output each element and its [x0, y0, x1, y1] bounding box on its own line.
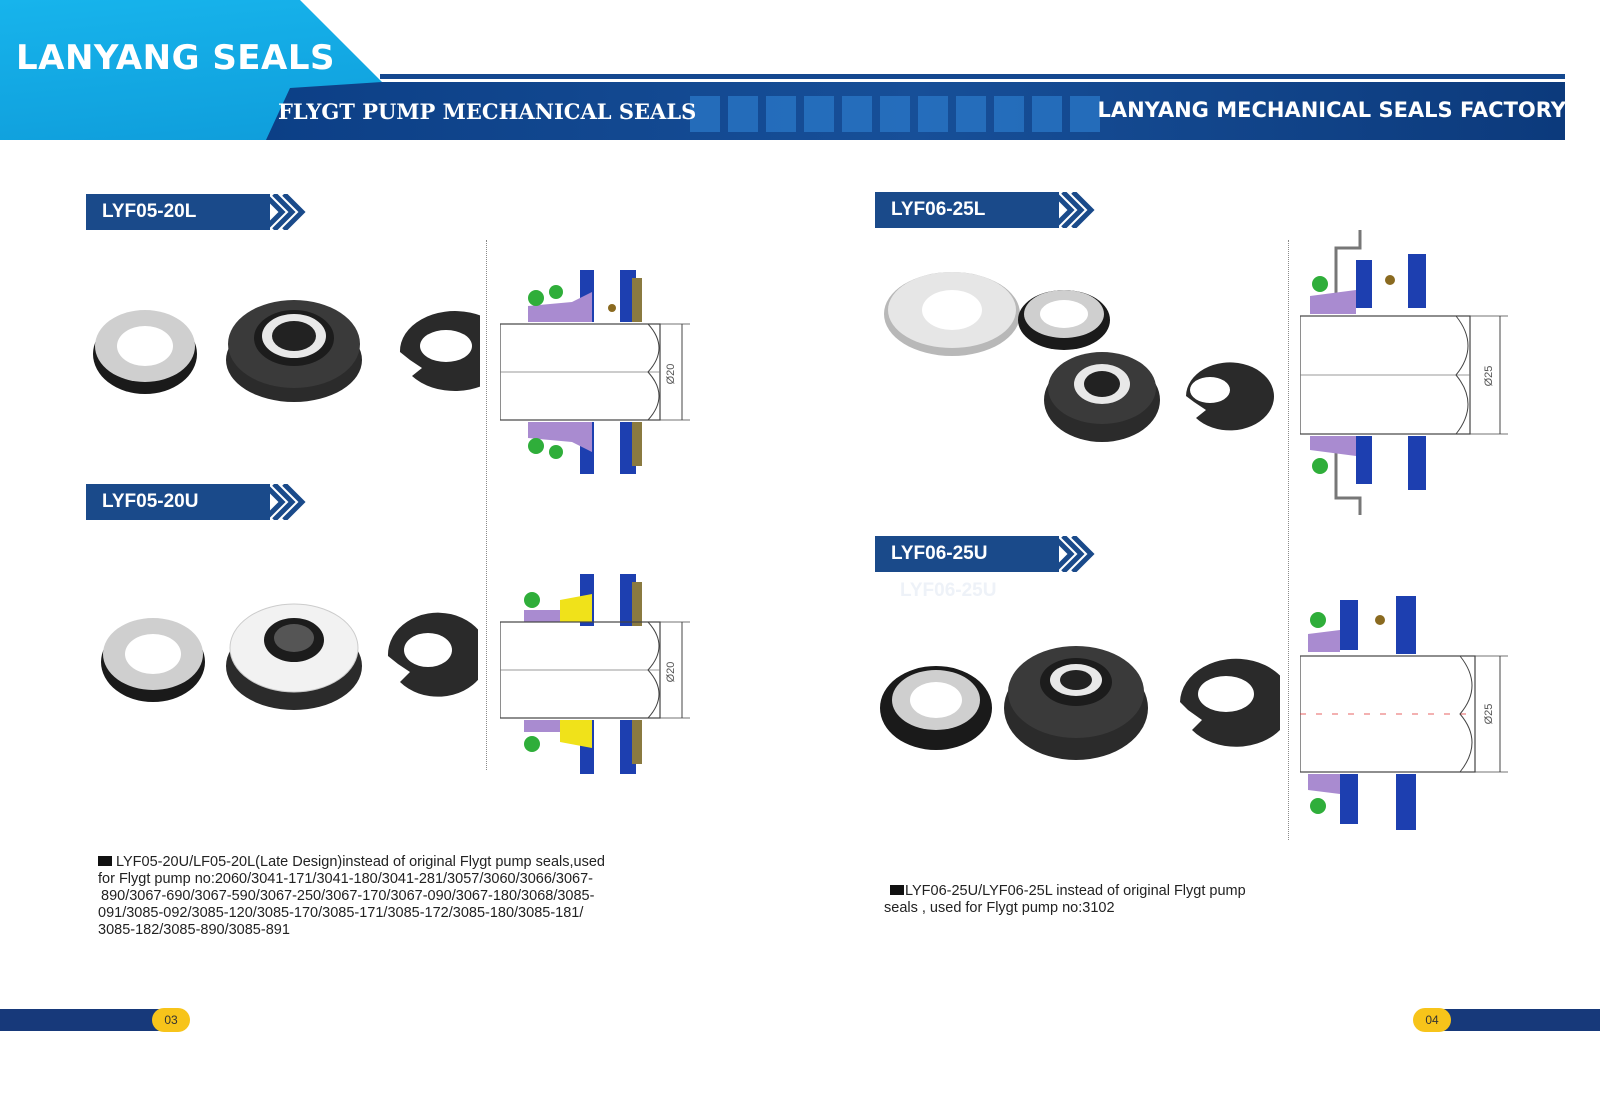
seal-cross-section-bottom: [1310, 436, 1426, 515]
footer-bar-left: [0, 1009, 172, 1031]
dimension-label: Ø25: [1483, 704, 1495, 725]
seal-cross-section-top: [524, 574, 642, 626]
seat-ring-image: [1018, 290, 1110, 350]
description-line: for Flygt pump no:2060/3041-171/3041-180…: [98, 871, 594, 887]
seal-head-image: [226, 300, 362, 402]
model-label: LYF06-25L: [891, 199, 986, 220]
description-line: 890/3067-690/3067-590/3067-250/3067-170/…: [101, 888, 595, 904]
product-photo-lyf05-20l: [93, 300, 480, 402]
model-tag-lyf06-25l: LYF06-25L: [875, 192, 1095, 228]
dimension-label: Ø25: [1483, 366, 1495, 387]
technical-drawing-lyf05-20u: Ø20: [500, 574, 690, 774]
footer-bar-right: [1428, 1009, 1600, 1031]
retaining-clip-image: [1186, 362, 1274, 431]
description-line: 3085-182/3085-890/3085-891: [98, 922, 290, 938]
seal-cross-section-bottom: [1308, 774, 1416, 830]
page-number-right: 04: [1413, 1008, 1451, 1032]
seal-cross-section-bottom: [524, 720, 642, 774]
seal-cross-section-top: [1310, 230, 1426, 314]
model-label: LYF05-20L: [102, 201, 197, 222]
product-photo-lyf05-20u: [101, 603, 478, 710]
model-tag-lyf06-25u: LYF06-25U: [875, 536, 1095, 572]
retaining-clip-image: [1180, 658, 1280, 747]
metal-washer-image: [884, 272, 1020, 356]
seat-ring-image: [880, 666, 992, 750]
ghost-model-label: LYF06-25U: [900, 580, 997, 601]
separator-left: [486, 240, 487, 770]
description-line: LYF05-20U/LF05-20L(Late Design)instead o…: [98, 854, 658, 871]
triple-chevron-icon: [1053, 536, 1095, 572]
dimension-label: Ø20: [665, 662, 677, 683]
triple-chevron-icon: [1053, 192, 1095, 228]
category-title: FLYGT PUMP MECHANICAL SEALS: [278, 99, 697, 124]
model-label: LYF05-20U: [102, 491, 199, 512]
triple-chevron-icon: [264, 484, 306, 520]
description-line: 091/3085-092/3085-120/3085-170/3085-171/…: [98, 905, 584, 921]
seat-ring-image: [101, 618, 205, 702]
description-lyf06: LYF06-25U/LYF06-25L instead of original …: [884, 883, 1324, 917]
brand-logo-text: LANYANG SEALS: [16, 38, 335, 78]
description-lyf05: LYF05-20U/LF05-20L(Late Design)instead o…: [98, 854, 658, 939]
model-label: LYF06-25U: [891, 543, 988, 564]
technical-drawing-lyf06-25u: Ø25: [1300, 596, 1508, 830]
seal-head-image: [226, 603, 362, 710]
product-photo-lyf06-25l: [884, 272, 1274, 442]
retaining-clip-image: [387, 612, 478, 697]
seal-head-image: [1004, 646, 1148, 760]
description-line: seals , used for Flygt pump no:3102: [884, 900, 1115, 916]
separator-right: [1288, 240, 1289, 840]
retaining-clip-image: [399, 311, 480, 392]
product-photo-lyf06-25u: [880, 646, 1280, 760]
model-tag-lyf05-20l: LYF05-20L: [86, 194, 306, 230]
bullet-square-icon: [890, 885, 904, 895]
page-number-left: 03: [152, 1008, 190, 1032]
header-banner: [0, 0, 1565, 140]
dimension-label: Ø20: [665, 364, 677, 385]
seal-head-image: [1044, 352, 1160, 442]
seal-cross-section-top: [528, 270, 642, 322]
seat-ring-image: [93, 310, 197, 394]
description-line: LYF06-25U/LYF06-25L instead of original …: [884, 883, 1324, 900]
technical-drawing-lyf06-25l: Ø25: [1300, 230, 1508, 515]
bullet-square-icon: [98, 856, 112, 866]
seal-cross-section-top: [1308, 596, 1416, 654]
factory-title: LANYANG MECHANICAL SEALS FACTORY: [1097, 98, 1566, 122]
triple-chevron-icon: [264, 194, 306, 230]
technical-drawing-lyf05-20l: Ø20: [500, 270, 690, 474]
model-tag-lyf05-20u: LYF05-20U: [86, 484, 306, 520]
seal-cross-section-bottom: [528, 422, 642, 474]
